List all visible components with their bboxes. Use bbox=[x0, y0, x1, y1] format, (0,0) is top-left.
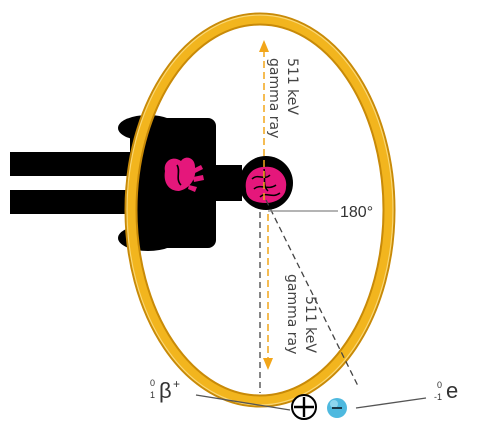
positron-symbol: β bbox=[159, 378, 172, 403]
gamma-ray-down-arrow bbox=[263, 214, 273, 370]
upper-leg bbox=[10, 152, 132, 176]
positron-atomic-number: 1 bbox=[150, 390, 155, 400]
gamma-name-top: gamma ray bbox=[266, 58, 282, 138]
positron-mass-number: 0 bbox=[150, 378, 155, 388]
electron-symbol: e bbox=[446, 378, 458, 403]
minus-circle-icon bbox=[327, 398, 347, 418]
electron-path bbox=[356, 398, 426, 408]
angle-label: 180° bbox=[340, 204, 373, 221]
gamma-energy-top: 511 keV bbox=[284, 58, 300, 115]
gamma-ray-label-top: 511 keV gamma ray bbox=[266, 58, 300, 138]
gamma-name-bottom: gamma ray bbox=[284, 274, 300, 354]
brain-icon bbox=[246, 167, 287, 203]
gamma-energy-bottom: 511 keV bbox=[302, 296, 318, 353]
plus-circle-icon bbox=[292, 395, 316, 419]
electron-atomic-number: -1 bbox=[434, 392, 442, 402]
electron-notation: 0 -1 e bbox=[434, 378, 458, 403]
positron-notation: 0 1 β + bbox=[150, 377, 180, 403]
neck bbox=[212, 165, 242, 201]
positron-charge: + bbox=[173, 377, 180, 391]
lower-leg bbox=[10, 190, 132, 214]
electron-mass-number: 0 bbox=[437, 380, 442, 390]
gamma-ray-label-bottom: gamma ray 511 keV bbox=[284, 274, 318, 354]
